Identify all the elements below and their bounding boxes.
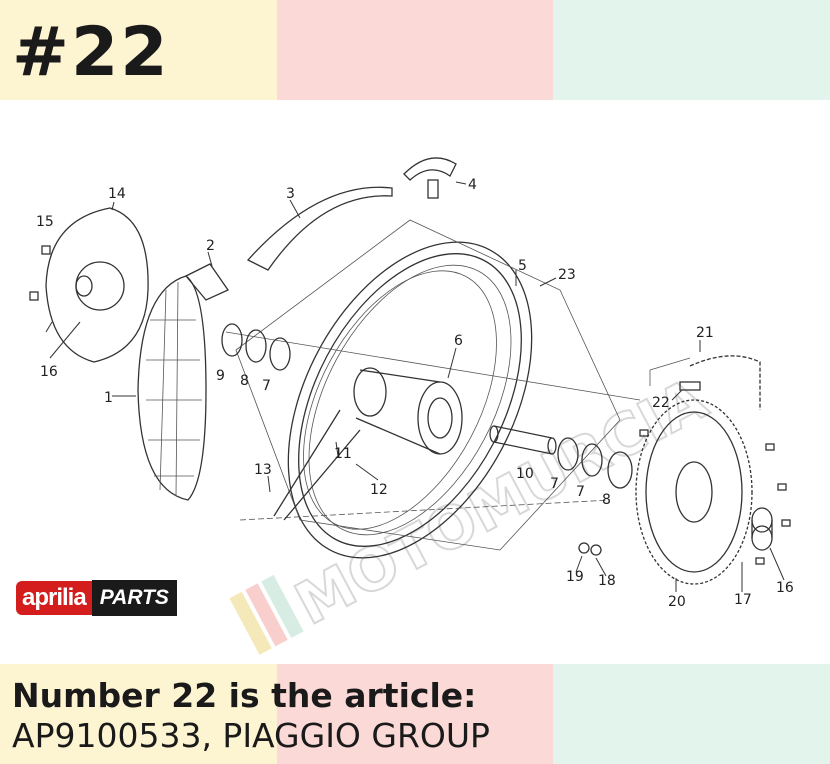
footer-band-yellow xyxy=(0,664,277,764)
sprocket-part xyxy=(635,399,753,585)
label-16-right: 16 xyxy=(776,580,794,596)
drive-chain xyxy=(649,355,761,410)
tire-part xyxy=(137,263,229,501)
label-6: 6 xyxy=(454,333,463,349)
label-14: 14 xyxy=(108,186,126,202)
label-5: 5 xyxy=(518,258,527,274)
right-bearings xyxy=(557,437,633,489)
spokes xyxy=(273,409,361,521)
label-8-left: 8 xyxy=(240,373,249,389)
page-title: #22 xyxy=(12,13,170,92)
caption-heading: Number 22 is the article: xyxy=(12,676,477,715)
left-bearings xyxy=(221,323,291,371)
valve-part xyxy=(403,157,457,199)
label-20: 20 xyxy=(668,594,686,610)
aprilia-parts-logo: aprilia PARTS xyxy=(16,580,177,616)
label-12: 12 xyxy=(370,482,388,498)
label-11: 11 xyxy=(334,446,352,462)
label-4: 4 xyxy=(468,177,477,193)
sprocket-nuts xyxy=(578,542,602,556)
label-16-left: 16 xyxy=(40,364,58,380)
label-17: 17 xyxy=(734,592,752,608)
exploded-parts-diagram: MOTOMURCIA xyxy=(29,157,794,655)
label-1: 1 xyxy=(104,390,113,406)
wheel-hub xyxy=(353,367,463,455)
label-7-right-b: 7 xyxy=(576,484,585,500)
logo-suffix: PARTS xyxy=(91,580,177,616)
footer-band-pink xyxy=(276,664,554,764)
leader-lines xyxy=(45,181,785,592)
label-13: 13 xyxy=(254,462,272,478)
label-3: 3 xyxy=(286,186,295,202)
watermark: MOTOMURCIA xyxy=(229,364,719,655)
label-9: 9 xyxy=(216,368,225,384)
label-2: 2 xyxy=(206,238,215,254)
label-8-right: 8 xyxy=(602,492,611,508)
label-21: 21 xyxy=(696,325,714,341)
sprocket-spacer xyxy=(751,507,773,551)
header-band-yellow xyxy=(0,0,277,100)
rim-band-part xyxy=(246,186,393,271)
chain-link xyxy=(679,381,701,391)
disc-bolts xyxy=(29,245,51,301)
wheel-rim xyxy=(287,241,533,559)
footer-band-green xyxy=(553,664,830,764)
axle-spacer xyxy=(489,425,557,455)
assembly-guide-lines xyxy=(225,219,641,551)
header-band-pink xyxy=(276,0,554,100)
label-23: 23 xyxy=(558,267,576,283)
label-10: 10 xyxy=(516,466,534,482)
caption-article: AP9100533, PIAGGIO GROUP xyxy=(12,716,490,755)
label-18: 18 xyxy=(598,573,616,589)
label-22: 22 xyxy=(652,395,670,411)
header-band xyxy=(0,0,830,100)
label-7-left: 7 xyxy=(262,378,271,394)
brake-disc-part xyxy=(45,207,149,363)
header-band-green xyxy=(553,0,830,100)
logo-brand: aprilia xyxy=(16,581,92,615)
footer-band xyxy=(0,664,830,764)
callout-labels: 1 2 3 4 5 6 7 7 7 8 8 9 10 11 12 13 14 1… xyxy=(36,177,794,610)
label-7-right-a: 7 xyxy=(550,476,559,492)
label-15: 15 xyxy=(36,214,54,230)
label-19: 19 xyxy=(566,569,584,585)
sprocket-bolts xyxy=(639,429,791,565)
